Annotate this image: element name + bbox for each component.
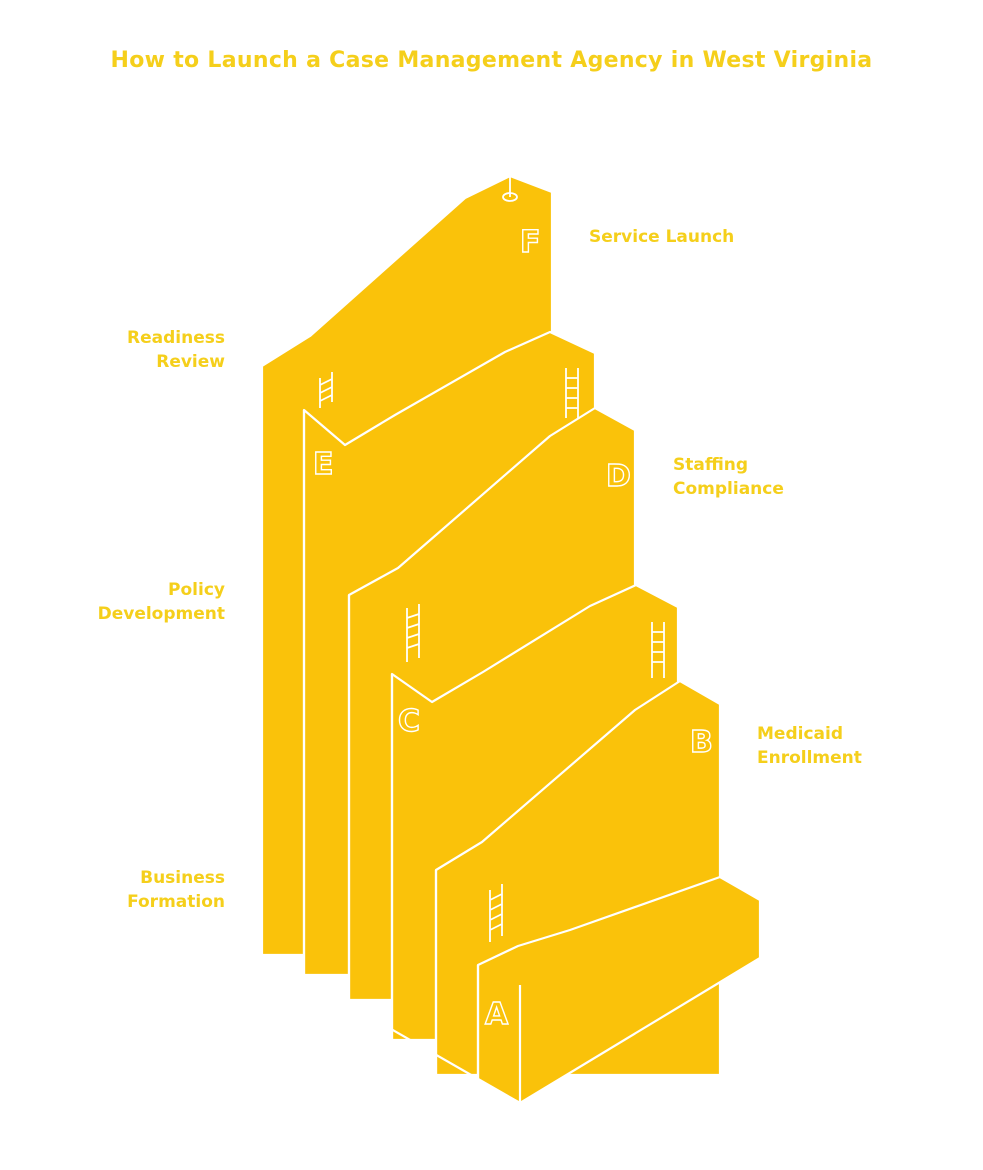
step-c-letter: C xyxy=(398,704,420,739)
step-e-letter: E xyxy=(313,447,334,482)
step-d-letter: D xyxy=(606,459,631,494)
ladder-icon xyxy=(319,368,665,942)
page-title: How to Launch a Case Management Agency i… xyxy=(110,48,873,73)
step-b-letter: B xyxy=(690,725,713,760)
flag-icon xyxy=(502,120,533,202)
step-a-letter: A xyxy=(485,997,509,1032)
step-f-label: Service Launch xyxy=(589,227,735,247)
step-f-letter: F xyxy=(520,225,541,260)
